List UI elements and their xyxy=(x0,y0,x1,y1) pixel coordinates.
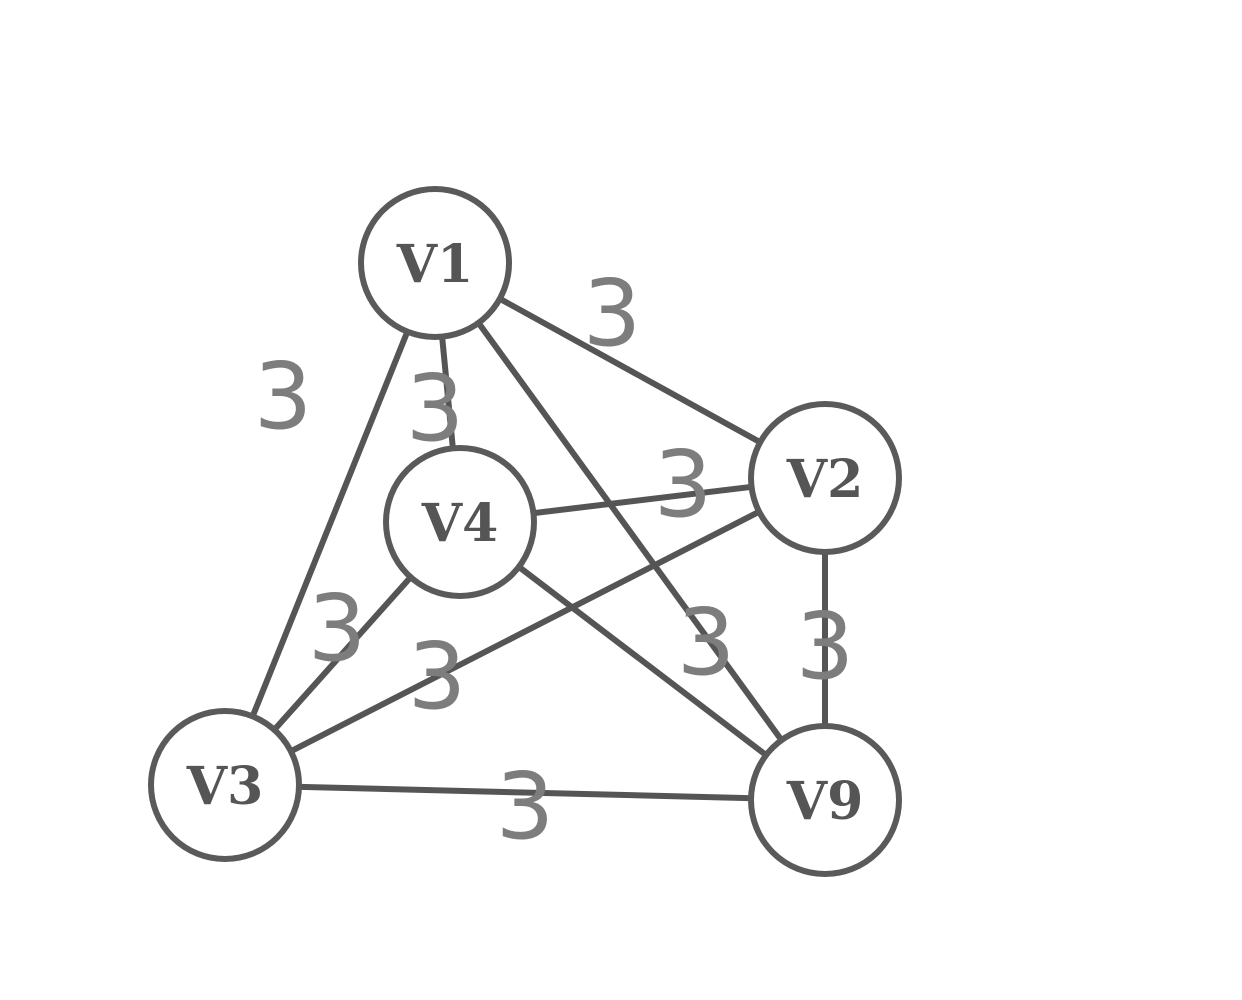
node-v1-circle xyxy=(358,186,512,340)
node-v9: V9 xyxy=(748,723,902,877)
node-v1: V1 xyxy=(358,186,512,340)
weight-v1-v3: 3 xyxy=(254,343,313,450)
edge-v1-v3 xyxy=(222,260,438,788)
weight-v3-v2: 3 xyxy=(408,623,467,730)
weight-v2-v9: 3 xyxy=(796,593,855,700)
node-v9-label: V9 xyxy=(786,771,864,832)
edge-weights: 3 3 3 3 3 3 3 3 3 xyxy=(254,260,855,860)
node-v2-circle xyxy=(748,401,902,555)
node-v9-circle xyxy=(748,723,902,877)
weight-v4-v3: 3 xyxy=(308,575,367,682)
weight-v4-v2: 3 xyxy=(654,431,713,538)
node-v3-circle xyxy=(148,708,302,862)
node-v2-label: V2 xyxy=(786,449,864,510)
node-v1-label: V1 xyxy=(396,234,474,295)
weight-v3-v9: 3 xyxy=(496,753,555,860)
edge-v3-v9 xyxy=(222,782,828,803)
node-v3: V3 xyxy=(148,708,302,862)
weight-v1-v2: 3 xyxy=(583,260,642,367)
edge-v3-v2 xyxy=(222,475,828,788)
node-v3-label: V3 xyxy=(186,756,264,817)
node-v2: V2 xyxy=(748,401,902,555)
node-v4-label: V4 xyxy=(421,493,499,554)
weight-v1-v4: 3 xyxy=(406,355,465,462)
weight-v1-v9: 3 xyxy=(677,589,736,696)
edge-v1-v9 xyxy=(432,260,828,803)
node-v4: V4 xyxy=(383,445,537,599)
node-v4-circle xyxy=(383,445,537,599)
